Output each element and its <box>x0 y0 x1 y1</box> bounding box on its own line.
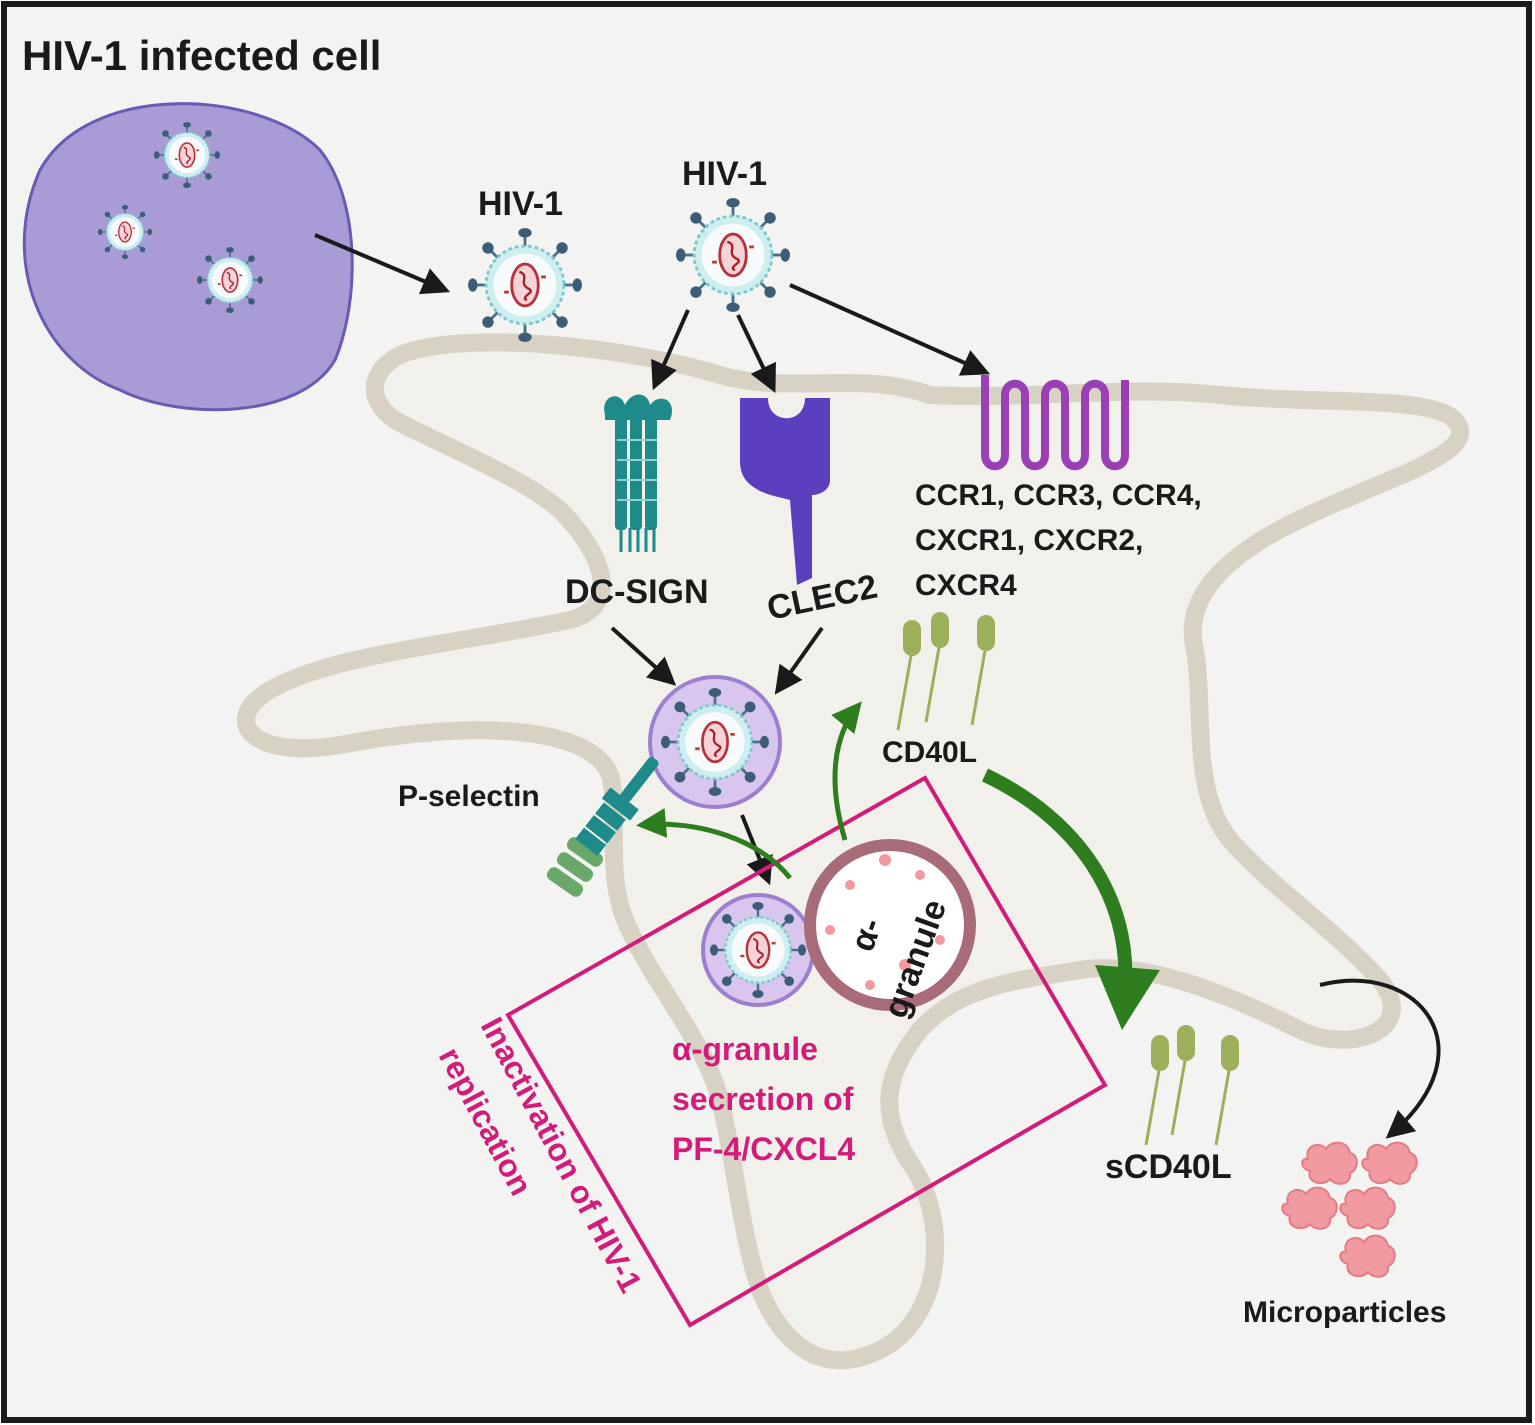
virus-icon <box>674 196 792 314</box>
ccr-label-line1: CCR1, CCR3, CCR4, <box>915 479 1202 512</box>
ccr-receptor-icon <box>981 375 1129 471</box>
virus-icon <box>97 204 153 260</box>
dc-sign-label: DC-SIGN <box>565 573 709 611</box>
microparticle-icon <box>1339 1186 1396 1230</box>
p-selectin-label: P-selectin <box>398 780 540 813</box>
hiv1-left-label: HIV-1 <box>478 185 563 223</box>
dc-sign-receptor-icon <box>604 394 672 552</box>
virus-icon <box>659 686 771 798</box>
microparticle-icon <box>1281 1186 1338 1230</box>
figure-title: HIV-1 infected cell <box>22 32 381 79</box>
inactivation-box <box>505 775 1108 1328</box>
secretion-label-line1: α-granule <box>672 1031 818 1067</box>
virus-icon <box>708 900 808 1000</box>
p-selectin-icon <box>546 756 659 897</box>
secretion-label-line3: PF-4/CXCL4 <box>672 1131 855 1167</box>
virus-icon <box>466 226 584 344</box>
cd40l-label: CD40L <box>882 736 977 769</box>
ccr-label-line2: CXCR1, CXCR2, <box>915 524 1143 557</box>
virus-icon <box>153 121 221 189</box>
scd40l-label: sCD40L <box>1105 1148 1232 1186</box>
microparticle-icon <box>1361 1141 1418 1185</box>
virus-icon <box>196 246 264 314</box>
hiv1-right-label: HIV-1 <box>682 155 767 193</box>
infected-cell <box>22 102 354 412</box>
clec2-receptor-icon <box>740 398 830 585</box>
ccr-label-line3: CXCR4 <box>915 569 1017 602</box>
green-arrows <box>636 701 1160 1030</box>
microparticle-icon <box>1301 1141 1358 1185</box>
alpha-granule-icon <box>804 839 976 1011</box>
microparticles-label: Microparticles <box>1243 1296 1446 1329</box>
secretion-label-line2: secretion of <box>672 1081 854 1117</box>
microparticle-icon <box>1339 1234 1396 1278</box>
